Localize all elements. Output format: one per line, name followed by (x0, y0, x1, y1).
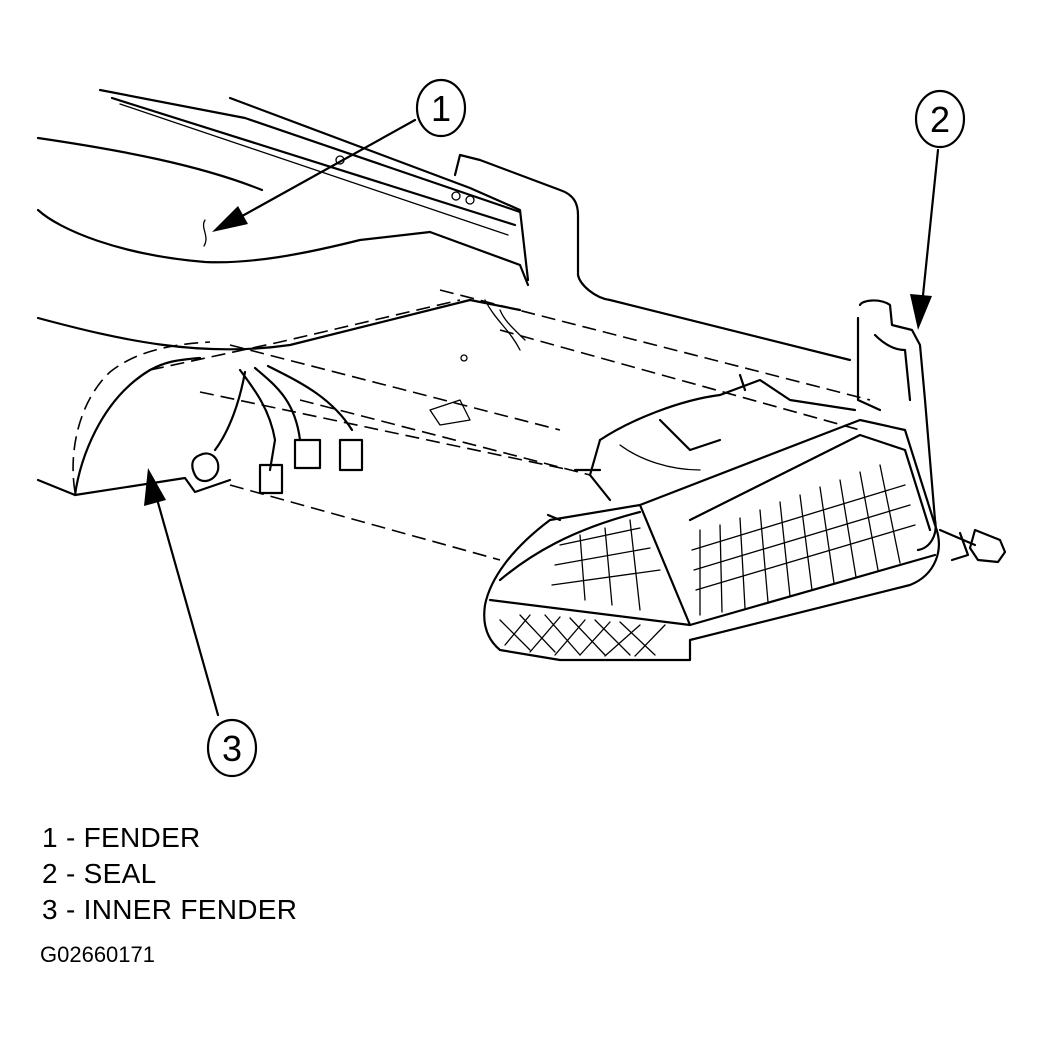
callout-3-number: 3 (222, 728, 242, 769)
callout-2: 2 (914, 89, 966, 149)
fender-drawing (36, 88, 871, 561)
arrow-3 (144, 468, 220, 717)
arrow-1 (212, 118, 417, 232)
headlamp-assembly-drawing (483, 299, 1007, 662)
figure-id: G02660171 (40, 942, 155, 967)
callout-3: 3 (206, 718, 258, 778)
legend-item-inner-fender: 3 - INNER FENDER (42, 894, 298, 925)
arrow-2 (910, 148, 940, 330)
legend-item-fender: 1 - FENDER (42, 822, 201, 853)
callout-1-number: 1 (431, 88, 451, 129)
callout-2-number: 2 (930, 99, 950, 140)
callout-1: 1 (415, 78, 467, 138)
legend: 1 - FENDER 2 - SEAL 3 - INNER FENDER (42, 820, 297, 928)
legend-item-seal: 2 - SEAL (42, 858, 157, 889)
